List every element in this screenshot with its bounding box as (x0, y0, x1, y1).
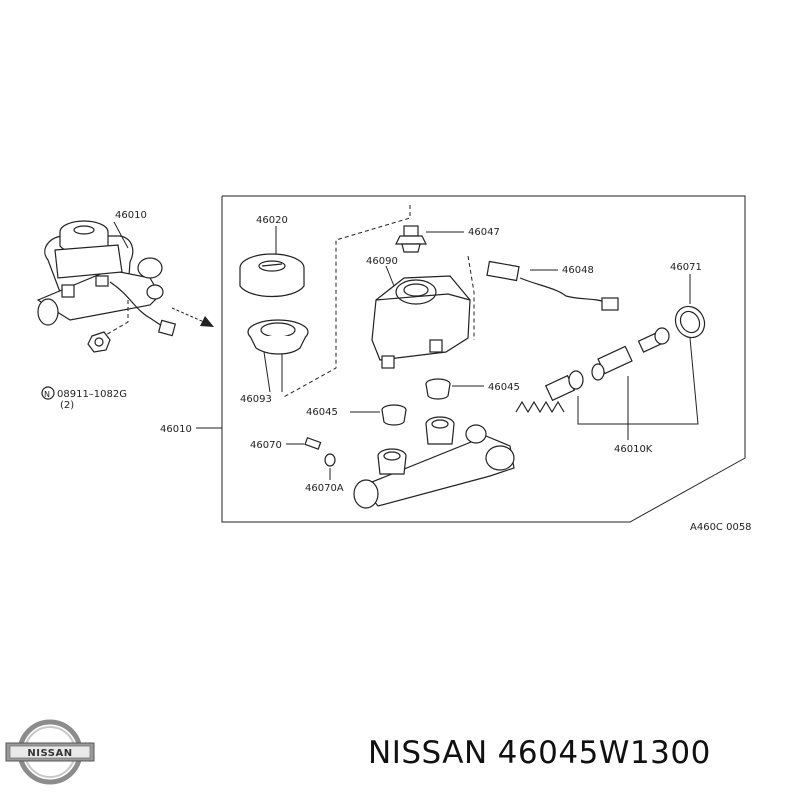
label-bolt-circle: N (44, 390, 50, 399)
overview-assembly (36, 220, 177, 353)
label-46010-left: 46010 (160, 424, 192, 435)
assembly-frame (221, 195, 746, 523)
label-46048: 46048 (562, 265, 594, 276)
label-bolt-qty: (2) (60, 400, 74, 411)
bolt-circle-symbol (41, 386, 55, 400)
label-46010K: 46010K (614, 444, 653, 455)
level-sensor (395, 225, 464, 253)
sensor-harness (486, 260, 619, 311)
stopper-ring (324, 453, 336, 480)
label-46045-lower: 46045 (306, 407, 338, 418)
label-46070: 46070 (250, 440, 282, 451)
explode-arrow (171, 307, 214, 327)
grommet-lower (350, 404, 407, 426)
master-cylinder-body (353, 416, 515, 509)
diaphragm (247, 319, 309, 393)
label-46090: 46090 (366, 256, 398, 267)
label-46045-upper: 46045 (488, 382, 520, 393)
fluid-reservoir (371, 265, 471, 369)
label-46070A: 46070A (305, 483, 344, 494)
grommet-upper (425, 378, 484, 400)
piston-kit (515, 327, 699, 440)
nissan-logo: NISSAN (5, 719, 95, 785)
label-drawing-number: A460C 0058 (690, 522, 752, 533)
label-bolt-code: 08911–1082G (57, 389, 127, 400)
nissan-logo-text: NISSAN (27, 748, 72, 759)
label-46093: 46093 (240, 394, 272, 405)
reservoir-cap (239, 226, 305, 297)
caption-brand: NISSAN (368, 735, 488, 771)
stopper-pin (286, 437, 322, 450)
caption-part-number: 46045W1300 (497, 735, 711, 771)
label-46071: 46071 (670, 262, 702, 273)
label-46047: 46047 (468, 227, 500, 238)
label-46010-top: 46010 (115, 210, 147, 221)
seal-ring (674, 274, 706, 339)
label-46020: 46020 (256, 215, 288, 226)
